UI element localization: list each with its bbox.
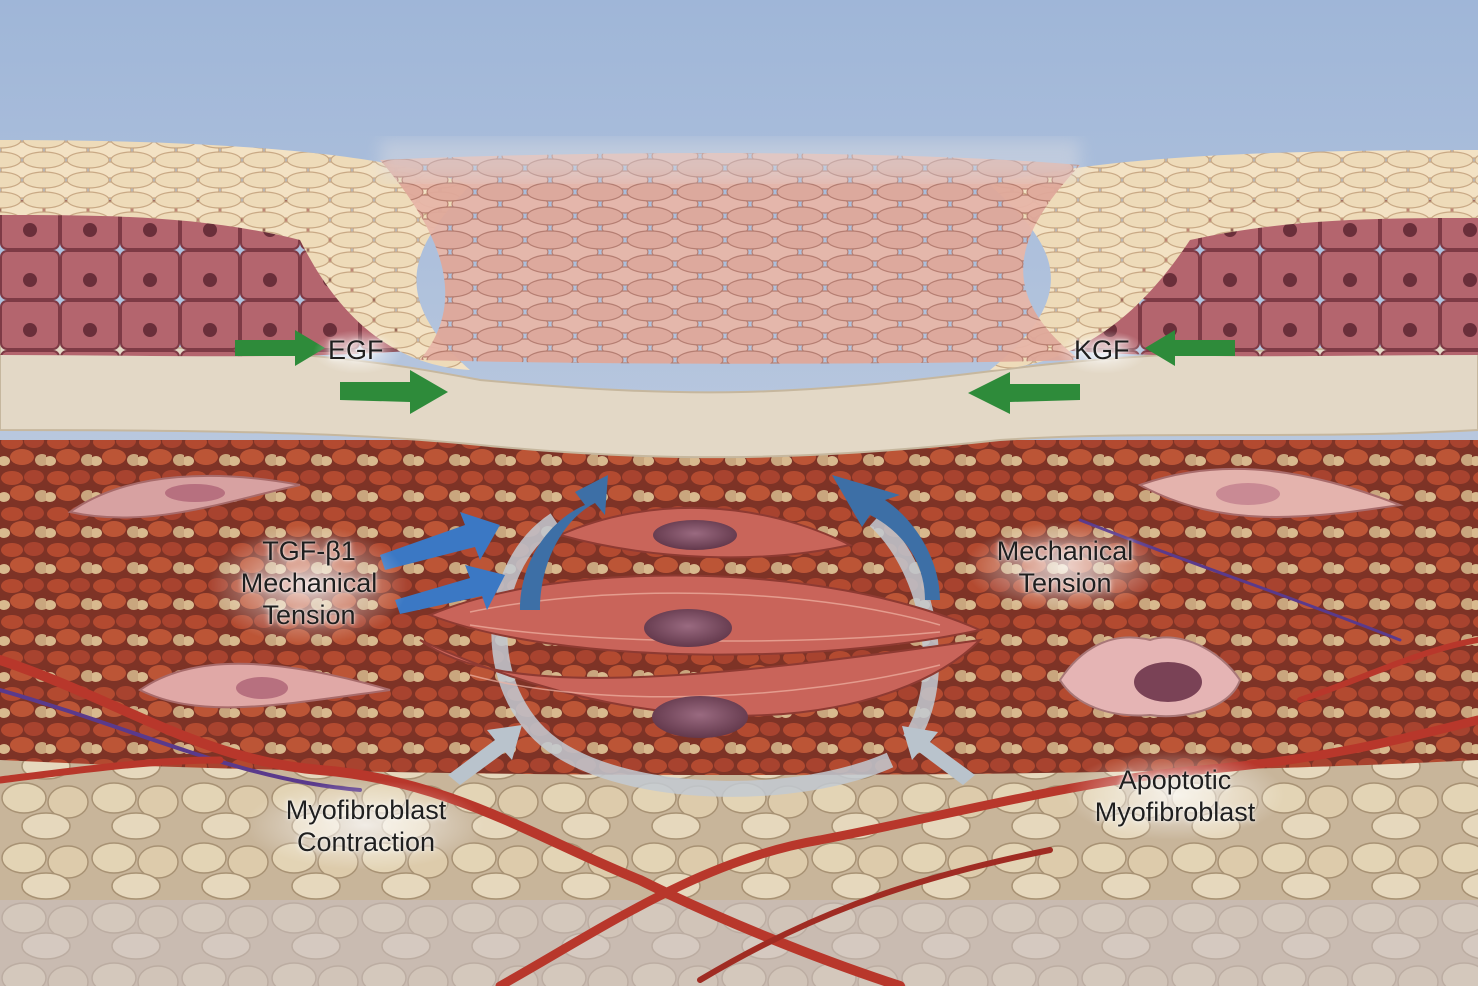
myofibroblast-contraction-label: Myofibroblast Contraction [262, 794, 470, 858]
myofibroblast-bottom [419, 638, 983, 738]
contraction-arrow-right-icon [902, 726, 975, 785]
fibroblast-top-right [1137, 467, 1404, 518]
wound-bed-epithelium [380, 153, 1080, 364]
upward-tension-arrow-right-icon [832, 475, 940, 600]
tgf-label-line-1: TGF-β1 [262, 536, 356, 566]
myofibroblast-middle [427, 574, 984, 656]
kgf-label: KGF [1074, 335, 1130, 365]
myofibroblast-top [557, 506, 853, 559]
tgf-signal-arrow-icon [380, 512, 505, 614]
contraction-arrow-left-icon [448, 725, 522, 785]
mechanical-tension-line-2: Tension [1018, 568, 1112, 598]
egf-arrow-icon [235, 330, 325, 366]
kgf-migration-arrow-icon [968, 372, 1080, 414]
fibroblast-lower-left [138, 662, 391, 709]
apoptotic-line-2: Myofibroblast [1094, 797, 1256, 827]
fibroblast-top-left [67, 474, 301, 519]
kgf-arrow-icon [1145, 330, 1235, 366]
egf-migration-arrow-icon [340, 370, 448, 414]
tgf-label-line-3: Tension [262, 600, 356, 630]
mechanical-tension-label: Mechanical Tension [985, 535, 1145, 599]
right-epidermis-scales [990, 150, 1478, 370]
mechanical-tension-line-1: Mechanical [996, 536, 1134, 566]
apoptotic-line-1: Apoptotic [1118, 765, 1232, 795]
egf-label: EGF [328, 335, 384, 365]
contraction-line-1: Myofibroblast [285, 795, 447, 825]
upward-tension-arrow-left-icon [520, 475, 608, 610]
apoptotic-myofibroblast-label: Apoptotic Myofibroblast [1080, 764, 1270, 828]
tgf-tension-label: TGF-β1 Mechanical Tension [230, 535, 388, 631]
contraction-line-2: Contraction [296, 827, 436, 857]
tgf-label-line-2: Mechanical [240, 568, 378, 598]
apoptotic-myofibroblast [1058, 636, 1242, 718]
left-epidermis-scales [0, 140, 470, 370]
